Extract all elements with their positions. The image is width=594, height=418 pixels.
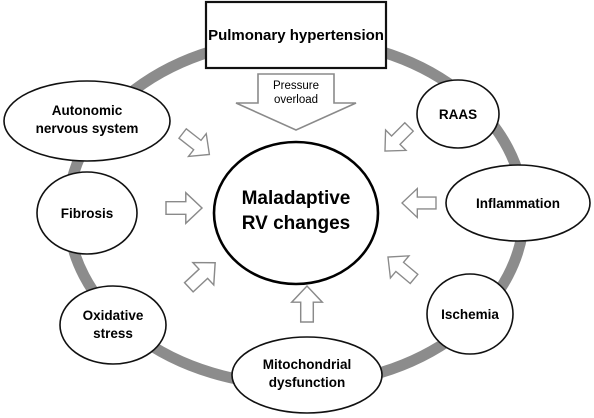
ischemia-label: Ischemia [441,307,499,322]
pulmonary-hypertension-label: Pulmonary hypertension [208,27,384,44]
pressure-overload-arrow [235,73,357,131]
fibrosis-label: Fibrosis [61,206,114,221]
pulmonary-hypertension-box [204,0,388,70]
arrow-from-fibrosis [165,191,204,225]
arrow-from-mitochondrial-dysfunction [290,284,324,323]
arrow-from-ischemia [387,255,419,285]
node-autonomic-nervous-system [3,80,171,162]
arrow-from-inflammation [401,186,437,220]
arrow-from-oxidative-stress [183,261,216,293]
oxidative-label-2: stress [93,326,133,341]
center-label-1: Maladaptive [242,188,351,209]
autonomic-label-1: Autonomic [52,103,123,118]
node-ischemia [426,273,514,355]
center-ellipse [212,140,380,286]
pressure-overload-label-2: overload [274,94,318,106]
inflammation-label: Inflammation [476,196,560,211]
node-fibrosis [36,171,138,255]
mitochondrial-label-1: Mitochondrial [263,357,352,372]
mitochondrial-label-2: dysfunction [269,375,346,390]
node-mitochondrial-dysfunction [231,336,383,414]
center-label-2: RV changes [242,213,350,234]
node-oxidative-stress [59,285,167,365]
arrow-from-autonomic [177,127,211,158]
raas-label: RAAS [439,107,477,122]
node-inflammation [445,164,591,242]
autonomic-label-2: nervous system [36,121,139,136]
pressure-overload-label-1: Pressure [273,80,319,92]
oxidative-label-1: Oxidative [83,308,144,323]
node-raas [416,79,500,149]
arrow-from-raas [384,121,415,152]
